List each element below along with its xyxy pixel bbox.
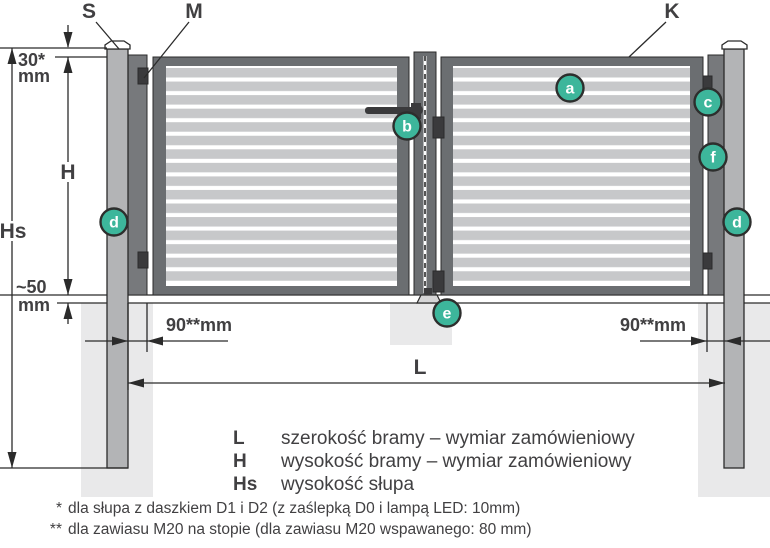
svg-text:e: e bbox=[443, 306, 452, 323]
svg-text:d: d bbox=[109, 215, 119, 232]
k-label: K bbox=[664, 0, 679, 23]
hinge-bottom-right bbox=[702, 252, 713, 270]
svg-text:a: a bbox=[566, 81, 575, 98]
marker-d-right: d bbox=[722, 207, 752, 237]
ground-gap-unit: mm bbox=[18, 295, 50, 315]
top-offset-unit: mm bbox=[18, 66, 50, 86]
marker-e: e bbox=[432, 298, 462, 328]
svg-text:f: f bbox=[710, 150, 716, 167]
right-post-cap bbox=[721, 40, 748, 50]
left-post bbox=[104, 40, 131, 469]
l-label: L bbox=[414, 356, 427, 379]
marker-d-left: d bbox=[99, 207, 129, 237]
svg-text:b: b bbox=[402, 119, 412, 136]
marker-f: f bbox=[698, 142, 728, 172]
drop-bolt-pin bbox=[424, 288, 432, 295]
dim-gate-width: L bbox=[128, 356, 725, 388]
dim-gate-height: H bbox=[57, 57, 79, 295]
s-label: S bbox=[82, 0, 96, 23]
dim-post-offset-right: 90**mm bbox=[620, 303, 770, 352]
marker-a: a bbox=[555, 73, 585, 103]
post-offset-left-label: 90**mm bbox=[166, 315, 232, 335]
drop-bolt-guide bbox=[432, 270, 445, 293]
ground-gap-value: ~50 bbox=[16, 277, 47, 297]
m-leader-line bbox=[143, 21, 190, 79]
right-post bbox=[721, 40, 748, 469]
left-leaf-slats bbox=[166, 68, 397, 281]
marker-b: b bbox=[392, 111, 422, 141]
s-leader-line bbox=[95, 21, 120, 50]
hs-label: Hs bbox=[0, 220, 26, 243]
k-leader-line bbox=[628, 21, 667, 58]
center-meeting-stiles bbox=[365, 51, 445, 304]
m-label: M bbox=[185, 0, 203, 23]
h-label: H bbox=[60, 161, 75, 184]
left-post-cap bbox=[104, 40, 131, 50]
footnote-1: *dla słupa z daszkiem D1 i D2 (z zaślepk… bbox=[56, 500, 520, 517]
part-labels: S M K bbox=[82, 0, 680, 79]
drop-bolt-foot bbox=[416, 294, 442, 304]
gate-leaf-right bbox=[440, 56, 704, 296]
hinge-bottom-left bbox=[137, 251, 149, 269]
right-leaf-slats bbox=[453, 68, 690, 281]
marker-c: c bbox=[693, 87, 723, 117]
dim-top-offset: 30* mm bbox=[18, 25, 73, 86]
dim-post-offset-left: 90**mm bbox=[85, 303, 232, 390]
post-offset-right-label: 90**mm bbox=[620, 315, 686, 335]
dim-ground-gap: ~50 mm bbox=[16, 277, 73, 324]
footnotes: *dla słupa z daszkiem D1 i D2 (z zaślepk… bbox=[50, 500, 532, 538]
svg-text:c: c bbox=[704, 95, 713, 112]
callout-markers: a b c f d d e bbox=[99, 73, 752, 328]
gate-leaf-left bbox=[152, 56, 410, 296]
hinge-top-left bbox=[137, 67, 149, 85]
handle-knob bbox=[413, 105, 423, 115]
dim-post-height: Hs bbox=[0, 47, 128, 469]
svg-text:d: d bbox=[732, 215, 742, 232]
top-offset-value: 30* bbox=[18, 50, 45, 70]
lock-box bbox=[432, 116, 445, 139]
hinges bbox=[137, 67, 713, 270]
footnote-2: **dla zawiasu M20 na stopie (dla zawiasu… bbox=[50, 521, 532, 538]
